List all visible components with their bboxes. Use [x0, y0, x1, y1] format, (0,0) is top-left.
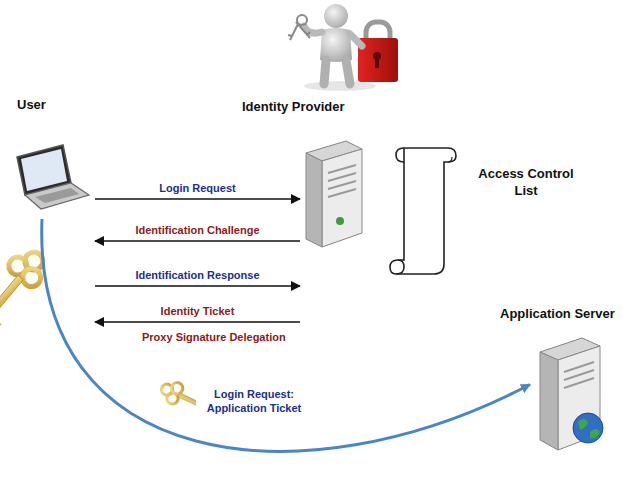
node-box: Access Control List	[388, 140, 458, 280]
access-list-scroll	[388, 140, 458, 280]
message-arrow	[95, 321, 300, 323]
ticket-flow-arrow	[42, 219, 530, 451]
node-heading: User	[17, 97, 46, 112]
message-label: Identification Challenge	[133, 224, 261, 238]
node-heading: Access Control List	[472, 166, 580, 200]
node-heading: Identity Provider	[242, 99, 345, 114]
message-label: Identification Response	[133, 269, 261, 283]
message-arrow	[95, 198, 300, 200]
message-label: Identity Ticket	[159, 305, 237, 319]
node-box: Identity Provider	[300, 135, 365, 330]
laptop-icon	[5, 95, 95, 215]
identity-key	[0, 243, 53, 343]
node-box: Application Server	[530, 330, 612, 455]
message-label: Login Request: Application Ticket	[196, 388, 312, 416]
node-heading: Application Server	[500, 306, 615, 321]
delegation-label: Proxy Signature Delegation	[140, 331, 288, 345]
server-icon	[530, 330, 612, 455]
node-box: User	[5, 95, 95, 215]
message-arrow	[95, 285, 300, 287]
server-icon	[300, 135, 365, 253]
key-person-figure	[288, 4, 398, 91]
message-label: Login Request	[157, 182, 237, 196]
message-arrow	[95, 240, 300, 242]
